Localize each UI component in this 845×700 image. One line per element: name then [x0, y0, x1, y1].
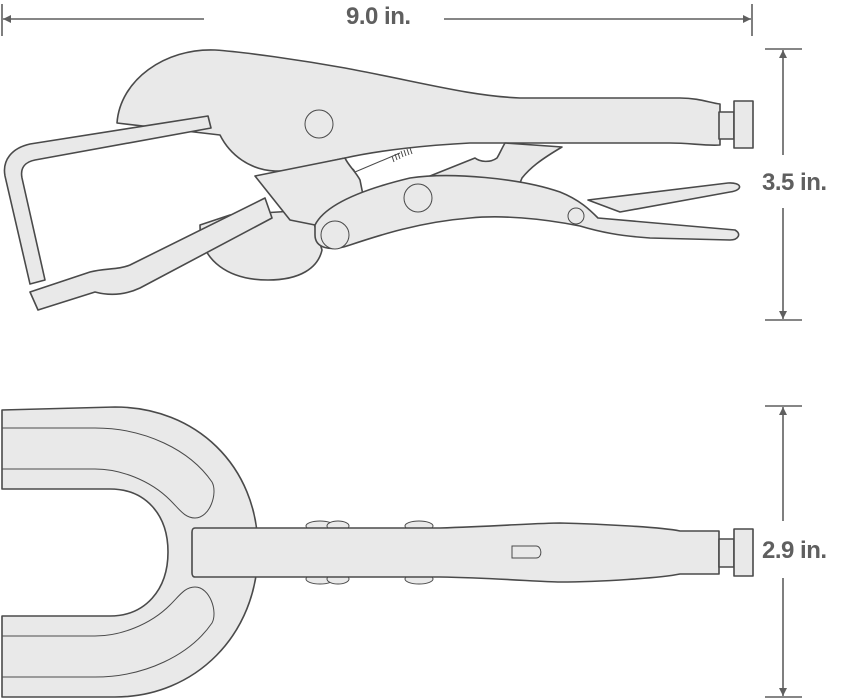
- u-jaw: [1, 406, 259, 698]
- side-view-height-dimension-line: [765, 48, 802, 321]
- overall-length-label: 9.0 in.: [340, 5, 417, 29]
- clamp-jaw-lower-arm: [29, 197, 273, 311]
- handle-rivet-right: [567, 207, 585, 225]
- handle-rivet-mid: [403, 183, 433, 213]
- handle-slot: [511, 545, 542, 559]
- lower-handle: [314, 174, 740, 250]
- u-jaw-groove-upper: [2, 427, 215, 519]
- lower-handle-tail: [587, 182, 741, 213]
- handle-body: [191, 522, 720, 583]
- spring: [354, 152, 401, 173]
- top-view-height-dimension-line: [765, 405, 802, 698]
- clamp-jaw-frame: [3, 115, 212, 285]
- u-jaw-groove-lower: [2, 586, 215, 678]
- adjusting-knob: [733, 100, 754, 149]
- top-view-pliers: [1, 406, 754, 698]
- adjusting-screw: [718, 111, 735, 140]
- handle-rivet-left: [320, 220, 350, 250]
- side-view-height-label: 3.5 in.: [762, 169, 827, 196]
- top-view-height-label: 2.9 in.: [762, 537, 827, 564]
- upper-rivet: [304, 109, 334, 139]
- upper-jaw-handle: [116, 49, 721, 172]
- top-adjusting-knob: [733, 528, 754, 577]
- length-dimension-line: [1, 4, 753, 36]
- side-view-pliers: [3, 49, 754, 311]
- top-adjusting-screw: [718, 538, 735, 568]
